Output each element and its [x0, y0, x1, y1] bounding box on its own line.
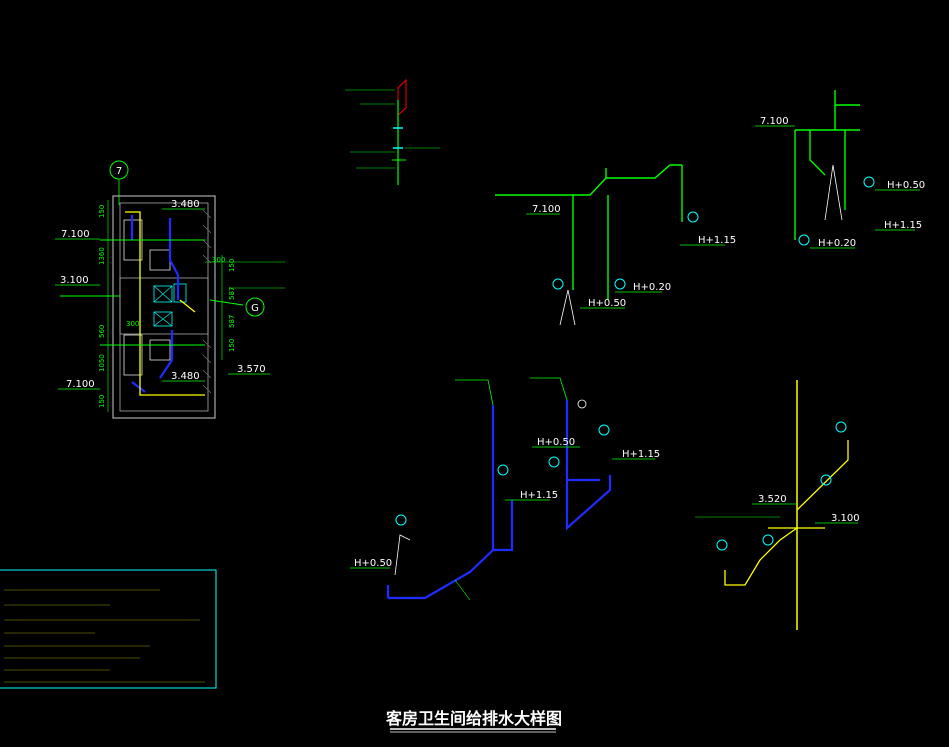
isometric-supply-1: 7.100 H+1.15 H+0.20 H+0.50 [495, 164, 736, 326]
iso1-elev: 7.100 [532, 204, 561, 215]
grid-label-right: G [251, 303, 259, 314]
grid-bubble-right [245, 297, 265, 317]
pipe-shaft-1 [153, 285, 173, 303]
iso2-h1: H+0.50 [887, 180, 925, 191]
plan-dim-left-2: 1360 [98, 247, 106, 265]
plan-dim-left-3: 560 [98, 325, 106, 338]
iso3-h1: H+0.50 [354, 558, 392, 569]
notes-box [0, 569, 217, 689]
toilet-bottom [123, 334, 143, 376]
isometric-drain-1: H+1.15 H+0.50 [350, 379, 558, 601]
plan-elev-bottom: 3.480 [171, 371, 200, 382]
plan-elev-top: 3.480 [171, 199, 200, 210]
valve-detail [345, 78, 440, 185]
plan-elev-right: 3.570 [237, 364, 266, 375]
iso2-elev: 7.100 [760, 116, 789, 127]
iso4-h2: H+1.15 [622, 449, 660, 460]
iso1-h2: H+0.50 [588, 298, 626, 309]
grid-label-top: 7 [116, 166, 122, 177]
plan-elev-left-1: 7.100 [61, 229, 90, 240]
plan-dim-right-1: 150 [228, 259, 236, 272]
pipe-shaft-2 [153, 311, 173, 327]
iso1-h1: H+1.15 [698, 235, 736, 246]
isometric-supply-2: 7.100 H+0.50 H+1.15 H+0.20 [755, 90, 925, 249]
plan-drain-pipes [130, 215, 180, 393]
iso5-elev1: 3.520 [758, 494, 787, 505]
room-outline [112, 195, 216, 419]
plan-dim-right-3: 587 [228, 315, 236, 328]
plan-dim-300a: 300 [212, 256, 225, 264]
isometric-supply-3: 3.520 3.100 [695, 380, 860, 630]
iso4-h1: H+0.50 [537, 437, 575, 448]
plan-dim-300b: 300 [126, 320, 139, 328]
plan-dim-right-4: 150 [228, 339, 236, 352]
plan-view: 7 [55, 160, 285, 419]
iso5-elev2: 3.100 [831, 513, 860, 524]
plan-elev-left-2: 3.100 [60, 275, 89, 286]
isometric-drain-2: H+0.50 H+1.15 [530, 377, 660, 531]
plan-dim-left-5: 150 [98, 395, 106, 408]
iso1-h3: H+0.20 [633, 282, 671, 293]
plan-dim-left-4: 1050 [98, 354, 106, 372]
plan-dim-left-1: 150 [98, 205, 106, 218]
plan-dim-right-2: 587 [228, 287, 236, 300]
iso2-h3: H+0.20 [818, 238, 856, 249]
plan-supply-pipes [125, 211, 205, 396]
iso2-h2: H+1.15 [884, 220, 922, 231]
drawing-title: 客房卫生间给排水大样图 [386, 709, 562, 728]
iso3-h2: H+1.15 [520, 490, 558, 501]
plan-elev-left-3: 7.100 [66, 379, 95, 390]
